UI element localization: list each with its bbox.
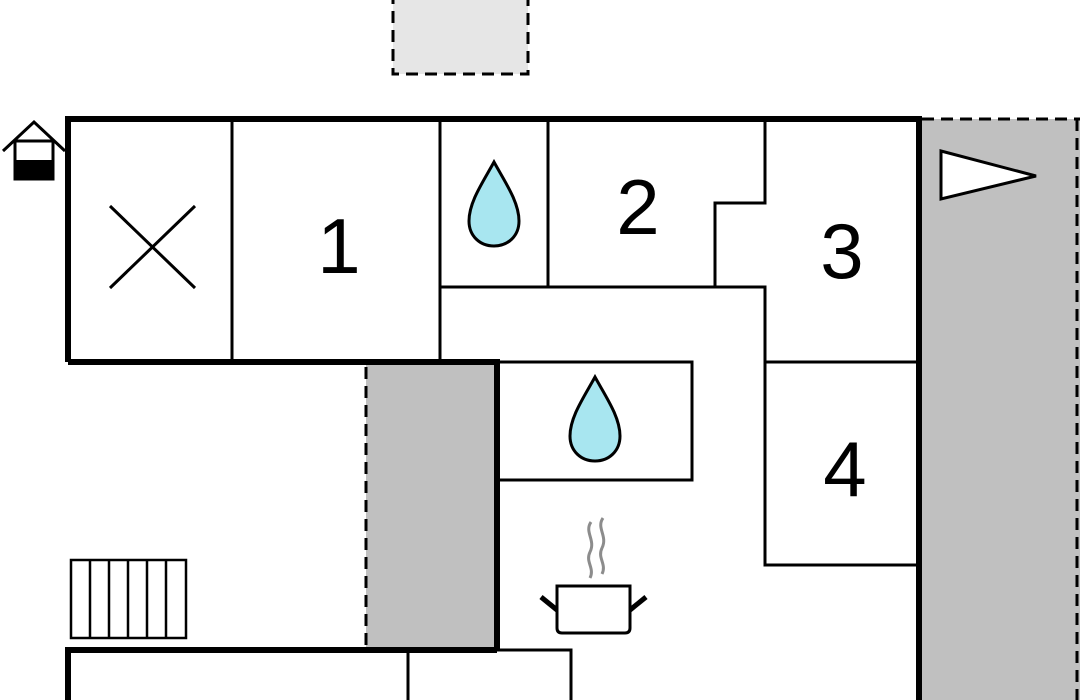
room-1-label: 1 bbox=[317, 202, 360, 290]
room-2-label: 2 bbox=[616, 163, 659, 251]
room-4-label: 4 bbox=[823, 425, 866, 513]
water-drop-icon bbox=[568, 373, 622, 463]
flag-icon bbox=[939, 149, 1037, 201]
cooking-pot-icon bbox=[539, 517, 648, 635]
interior-walls bbox=[230, 122, 916, 700]
house-icon bbox=[1, 119, 67, 181]
room-3-label: 3 bbox=[820, 207, 863, 295]
x-mark-icon bbox=[108, 204, 197, 290]
outdoor-area bbox=[391, 0, 530, 76]
terrace-middle bbox=[366, 364, 497, 650]
terrace-right bbox=[922, 119, 1080, 700]
radiator-icon bbox=[69, 558, 188, 640]
outer-walls bbox=[65, 116, 922, 700]
water-drop-icon bbox=[467, 158, 521, 248]
